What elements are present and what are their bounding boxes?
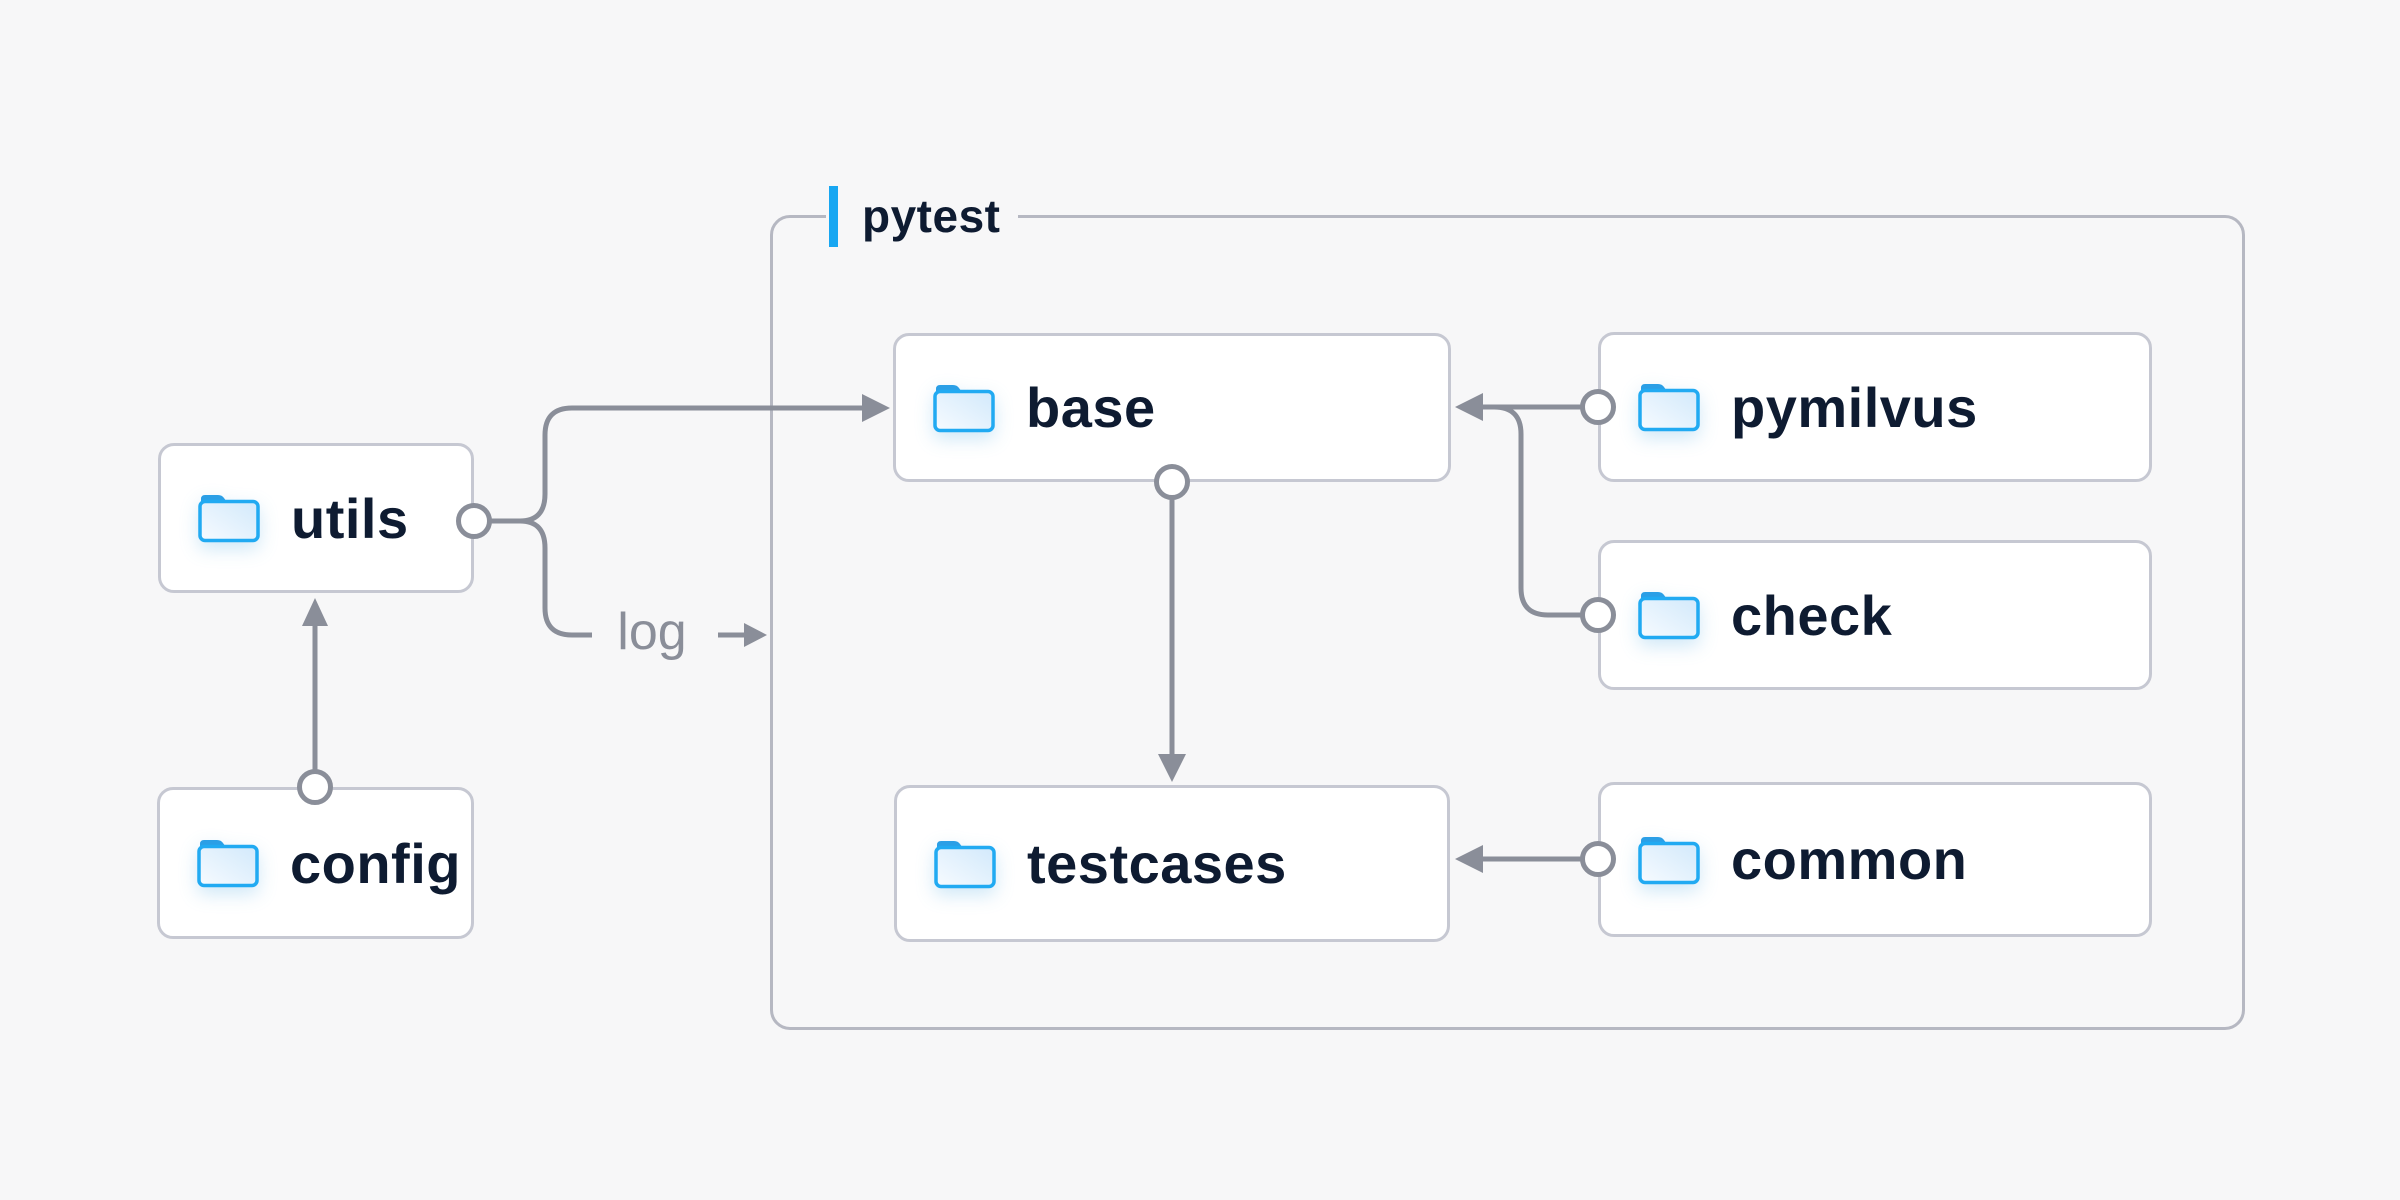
folder-icon (196, 838, 260, 888)
pytest-group-frame (770, 215, 2245, 1030)
node-base: base (893, 333, 1451, 482)
pytest-group-label: pytest (826, 186, 1019, 247)
node-check-label: check (1731, 583, 1893, 647)
label-accent-bar (829, 186, 838, 247)
node-utils: utils (158, 443, 474, 593)
edge-log-arrow (718, 623, 767, 647)
node-common: common (1598, 782, 2152, 937)
pytest-group-label-text: pytest (862, 190, 1001, 242)
node-check: check (1598, 540, 2152, 690)
edge-label-log: log (617, 603, 687, 661)
folder-icon (197, 493, 261, 543)
node-pymilvus: pymilvus (1598, 332, 2152, 482)
node-config: config (157, 787, 474, 939)
edge-config-to-utils (302, 598, 328, 770)
node-config-label: config (290, 831, 461, 895)
node-base-label: base (1026, 376, 1156, 439)
node-utils-label: utils (291, 486, 409, 550)
folder-icon (1637, 835, 1701, 885)
node-testcases: testcases (894, 785, 1450, 942)
node-common-label: common (1731, 828, 1968, 891)
folder-icon (932, 383, 996, 433)
node-testcases-label: testcases (1027, 832, 1287, 895)
node-pymilvus-label: pymilvus (1731, 375, 1978, 439)
folder-icon (1637, 590, 1701, 640)
folder-icon (1637, 382, 1701, 432)
folder-icon (933, 839, 997, 889)
